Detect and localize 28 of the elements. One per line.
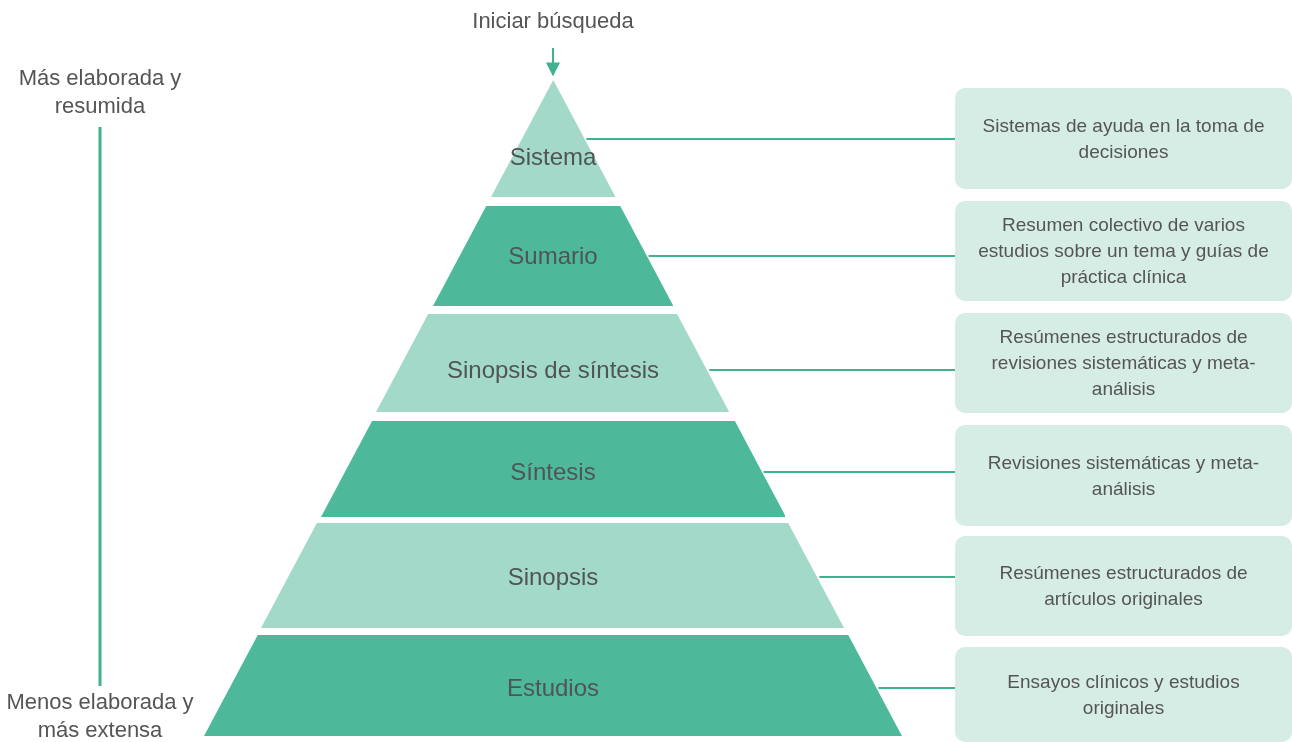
description-box — [955, 201, 1292, 301]
description-text: Ensayos clínicos y estudios originales — [1006, 669, 1241, 720]
description-text: Revisiones sistemáticas y meta-análisis — [986, 450, 1261, 501]
connector-line — [762, 471, 956, 473]
description-box — [955, 88, 1292, 189]
level-label: Síntesis — [509, 458, 597, 486]
scale-label: Más elaborada y resumida — [17, 64, 183, 120]
description-text: Resúmenes estructurados de artículos originales — [998, 561, 1249, 611]
description-box — [955, 536, 1292, 636]
arrow — [546, 47, 560, 77]
level-label: Sistema — [508, 143, 598, 171]
level-label: Estudios — [505, 674, 600, 702]
description-box — [955, 425, 1292, 526]
start-label: Iniciar búsqueda — [453, 8, 653, 34]
connector-line — [708, 369, 956, 371]
connector-line — [818, 576, 956, 578]
description-text: Sistemas de ayuda en la toma de decisiones — [981, 113, 1266, 164]
connector-line — [877, 687, 956, 689]
description-text: Resumen colectivo de varios estudios sobre un tema y guías de práctica clínica — [977, 213, 1270, 289]
level-label: Sinopsis — [506, 563, 600, 591]
scale-label: Menos elaborada y más extensa — [5, 688, 195, 742]
description-text: Resúmenes estructurados de revisiones sistemáticas y meta-análisis — [990, 325, 1257, 401]
level-label: Sinopsis de síntesis — [445, 356, 661, 384]
description-box — [955, 313, 1292, 413]
description-box — [955, 647, 1292, 742]
connector-line — [647, 255, 956, 257]
level-label: Sumario — [507, 242, 599, 270]
connector-line — [585, 138, 956, 140]
